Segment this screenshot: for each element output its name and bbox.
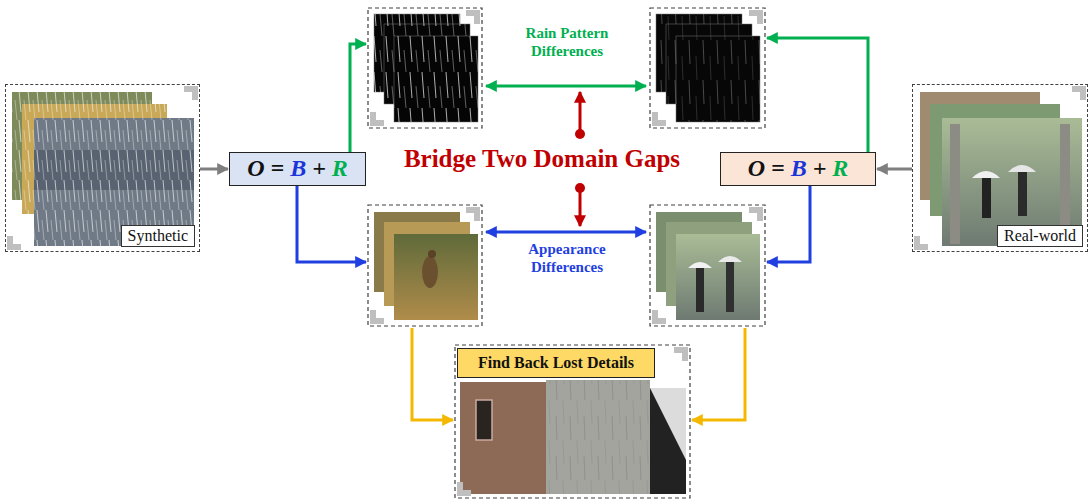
corner-mark xyxy=(749,207,763,221)
background-image xyxy=(394,234,478,320)
corner-mark xyxy=(466,207,480,221)
umbrella-figure xyxy=(718,256,742,262)
double-arrow xyxy=(486,231,646,234)
pointer-arrow xyxy=(579,192,582,226)
flow-arrow xyxy=(877,168,912,171)
header-box: Find Back Lost Details xyxy=(457,348,655,378)
detail-patch xyxy=(460,382,550,494)
rain-overlay xyxy=(34,118,194,246)
bird-figure xyxy=(422,256,438,288)
pointer-dot xyxy=(575,129,585,139)
person-figure xyxy=(982,178,991,218)
rain-overlay xyxy=(394,36,478,122)
detail-patch xyxy=(546,380,650,494)
equation-symbol: O xyxy=(748,155,771,181)
person-figure xyxy=(696,268,704,312)
rain-layer-image xyxy=(676,36,760,122)
dashed-panel xyxy=(650,205,765,326)
equation-symbol: O xyxy=(247,155,270,181)
umbrella-figure xyxy=(972,171,1000,178)
corner-mark xyxy=(1072,86,1086,100)
corner-mark xyxy=(184,86,198,100)
pillar-figure xyxy=(950,124,960,244)
background-arrow xyxy=(767,186,810,262)
background-arrow xyxy=(297,186,366,262)
pointer-arrow xyxy=(579,92,582,130)
window-figure xyxy=(476,400,492,440)
corner-mark xyxy=(652,310,666,324)
equation-text: O = B + R xyxy=(247,155,348,183)
person-figure xyxy=(726,262,734,312)
corner-mark xyxy=(674,347,688,361)
header-text: Find Back Lost Details xyxy=(478,354,634,372)
corner-mark xyxy=(370,112,384,126)
image-stack-panel: Synthetic xyxy=(5,84,200,252)
corner-mark xyxy=(914,236,928,250)
equation-symbol: = xyxy=(771,155,791,181)
equation-symbol: = xyxy=(270,155,290,181)
equation-symbol: B xyxy=(290,155,312,181)
texture-overlay xyxy=(546,380,650,494)
equation-symbol: R xyxy=(332,155,348,181)
equation-symbol: R xyxy=(832,155,848,181)
umbrella-figure xyxy=(1008,165,1036,172)
double-arrow xyxy=(486,85,646,88)
dashed-panel xyxy=(455,345,690,498)
difference-label: Rain Pattern Differences xyxy=(497,24,637,60)
rain-layer-image xyxy=(394,36,478,122)
shirt-figure xyxy=(650,388,686,460)
equation-text: O = B + R xyxy=(748,155,849,183)
dashed-panel xyxy=(368,205,482,326)
rain-overlay xyxy=(676,36,760,122)
bird-figure xyxy=(428,250,436,258)
equation-symbol: + xyxy=(312,155,332,181)
corner-mark xyxy=(457,482,471,496)
person-figure xyxy=(1018,172,1027,216)
corner-mark xyxy=(466,10,480,24)
dashed-panel xyxy=(650,8,765,128)
image-stack-panel: Real-world xyxy=(912,84,1088,252)
corner-mark xyxy=(370,310,384,324)
detail-arrow xyxy=(412,328,453,420)
real-image xyxy=(942,118,1082,246)
difference-label: Appearance Differences xyxy=(497,240,637,276)
equation-box: O = B + R xyxy=(229,152,366,186)
detail-arrow xyxy=(692,328,745,420)
synthetic-image xyxy=(34,118,194,246)
equation-symbol: + xyxy=(813,155,833,181)
rain-arrow xyxy=(350,44,366,152)
pointer-dot xyxy=(575,183,585,193)
rain-arrow xyxy=(767,38,868,152)
corner-mark xyxy=(652,112,666,126)
background-image xyxy=(676,234,760,320)
center-heading: Bridge Two Domain Gaps xyxy=(362,144,722,174)
domain-label: Synthetic xyxy=(121,225,195,247)
flow-arrow xyxy=(200,168,228,171)
dashed-panel xyxy=(368,8,482,128)
corner-mark xyxy=(7,236,21,250)
umbrella-figure xyxy=(688,262,712,268)
domain-label: Real-world xyxy=(997,225,1083,247)
equation-symbol: B xyxy=(791,155,813,181)
corner-mark xyxy=(749,10,763,24)
equation-box: O = B + R xyxy=(720,152,876,186)
